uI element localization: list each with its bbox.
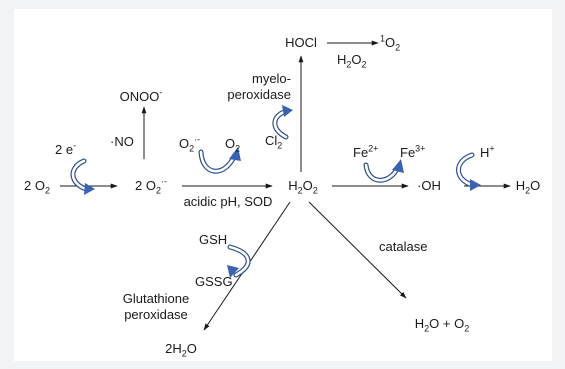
cofactor-gssg: GSSG — [195, 274, 233, 289]
diagram-canvas: 2 O2 2 O2·- H2O2 ·OH H2O ONOO- HOCl 1O2 … — [14, 9, 552, 361]
node-singlet-oxygen: 1O2 — [380, 33, 401, 53]
cofactor-electrons: 2 e- — [55, 140, 77, 157]
enzyme-myeloperoxidase: myelo- peroxidase — [227, 71, 291, 102]
cofactor-iron-iii: Fe3+ — [400, 143, 426, 160]
node-hydroxyl-radical: ·OH — [417, 178, 441, 193]
reaction-arrows — [60, 40, 511, 331]
cofactor-oxygen-product: O2 — [225, 136, 241, 154]
node-superoxide: 2 O2·- — [135, 176, 167, 196]
node-o2: 2 O2 — [24, 178, 50, 196]
curved-arrow-proton — [456, 152, 481, 191]
node-hocl: HOCl — [285, 35, 317, 50]
arrow-h2o2-to-water-catalase — [308, 201, 407, 299]
curved-arrow-glutathione — [227, 244, 251, 278]
enzyme-catalase: catalase — [379, 239, 428, 254]
node-water-bottom: 2H2O — [165, 341, 197, 359]
curved-arrow-chloride — [272, 105, 293, 140]
cofactor-gsh: GSH — [199, 232, 228, 247]
cofactor-superoxide: O2·- — [179, 134, 201, 154]
node-water-and-oxygen: H2O + O2 — [414, 316, 470, 334]
cofactor-chloride: Cl2 — [265, 133, 283, 151]
enzyme-glutathione-peroxidase: Glutathione peroxidase — [122, 291, 190, 322]
cofactor-iron-ii: Fe2+ — [353, 143, 379, 160]
enzyme-sod-label: acidic pH, SOD — [183, 194, 273, 209]
node-hydrogen-peroxide: H2O2 — [288, 178, 318, 196]
cofactor-proton: H+ — [480, 143, 495, 160]
node-peroxynitrite: ONOO- — [119, 87, 163, 104]
cofactor-hydrogen-peroxide: H2O2 — [337, 52, 367, 70]
curved-arrow-iron — [363, 159, 404, 183]
curved-arrow-electrons — [70, 158, 95, 195]
curved-arrow-superoxide-dismutation — [198, 147, 241, 174]
cofactor-nitric-oxide: ·NO — [110, 134, 134, 149]
node-water-right: H2O — [515, 178, 541, 196]
